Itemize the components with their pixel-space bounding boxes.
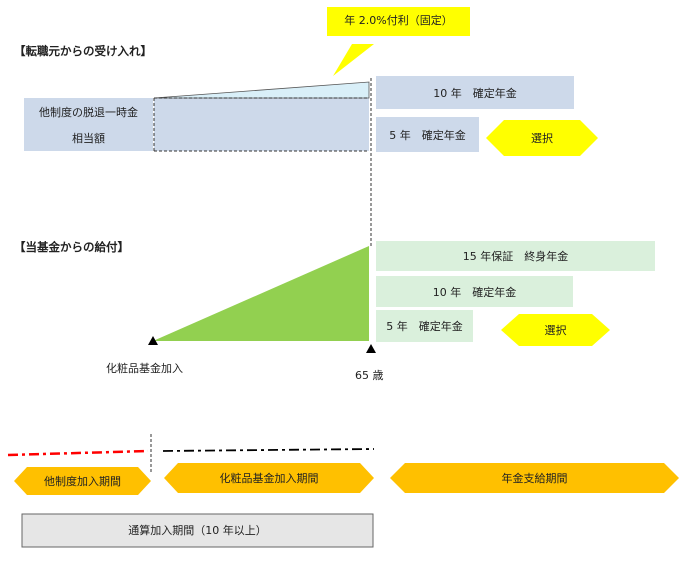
fund-period-line (162, 448, 375, 452)
benefit-accumulation-triangle (153, 246, 369, 341)
callout-box (327, 7, 470, 36)
benefit-annuity-15: 15 年保証 終身年金 (376, 241, 655, 271)
fund-period-arrow (164, 463, 374, 493)
transfer-section-title: 【転職元からの受け入れ】 (14, 44, 152, 58)
benefit-annuity-5-label: 5 年 確定年金 (386, 320, 463, 333)
age65-marker (366, 344, 376, 353)
source-box-line2: 相当額 (72, 131, 105, 145)
fund-period-label: 化粧品基金加入期間 (219, 472, 319, 485)
other-plan-period-line (7, 449, 149, 457)
benefit-annuity-10: 10 年 確定年金 (376, 276, 573, 307)
benefit-annuity-10-label: 10 年 確定年金 (432, 285, 517, 299)
benefit-section-title: 【当基金からの給付】 (14, 240, 129, 254)
transfer-annuity-10: 10 年 確定年金 (376, 76, 574, 109)
interest-wedge (153, 81, 370, 99)
transfer-annuity-5: 5 年 確定年金 (376, 117, 479, 152)
transfer-annuity-10-label: 10 年 確定年金 (433, 86, 517, 100)
callout-pointer (333, 44, 374, 76)
benefit-select-arrow (501, 314, 610, 346)
other-plan-period-label: 他制度加入期間 (44, 475, 121, 488)
benefit-annuity-15-label: 15 年保証 終身年金 (462, 250, 569, 263)
join-marker (148, 336, 158, 345)
other-plan-period-arrow (14, 467, 151, 495)
transfer-annuity-5-label: 5 年 確定年金 (389, 128, 466, 142)
total-period-box (21, 513, 374, 548)
age65-label: 65 歳 (355, 369, 384, 382)
transfer-select-label: 選択 (531, 132, 553, 145)
transfer-select-arrow (486, 120, 598, 156)
source-box-label: 他制度の脱退一時金 相当額 (24, 98, 153, 151)
benefit-annuity-5: 5 年 確定年金 (376, 310, 473, 342)
source-box-line1: 他制度の脱退一時金 (39, 105, 138, 119)
callout-label: 年 2.0%付利（固定） (344, 14, 453, 27)
benefit-select-label: 選択 (544, 324, 567, 337)
source-box (24, 98, 153, 151)
transfer-accumulation (154, 98, 369, 151)
pension-period-arrow (390, 463, 679, 493)
pension-period-label: 年金支給期間 (501, 472, 568, 485)
join-label: 化粧品基金加入 (106, 362, 183, 375)
total-period-label: 通算加入期間（10 年以上） (128, 524, 267, 537)
